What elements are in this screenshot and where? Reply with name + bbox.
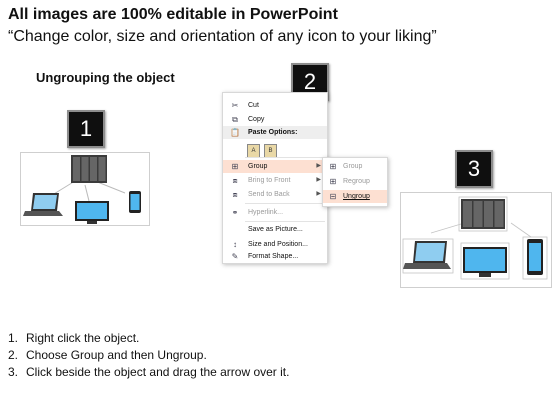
submenu-arrow-icon: ▶	[316, 191, 321, 197]
menu-item-save-as-picture[interactable]: Save as Picture...	[223, 223, 327, 236]
menu-item-send-to-back[interactable]: ⧈ Send to Back ▶	[223, 188, 327, 201]
menu-separator	[245, 221, 325, 222]
laptop-icon	[23, 193, 63, 216]
paste-icon: 📋	[230, 128, 240, 137]
menu-separator	[245, 157, 325, 158]
step-badge-1: 1	[67, 110, 105, 148]
group-icon: ⊞	[231, 162, 239, 171]
menu-item-paste-options: 📋 Paste Options:	[223, 126, 327, 139]
menu-item-cut[interactable]: ✂ Cut	[223, 99, 327, 112]
regroup-icon: ⊞	[329, 177, 337, 186]
menu-item-group[interactable]: ⊞ Group ▶	[223, 160, 327, 173]
submenu-item-group[interactable]: ⊞ Group	[323, 160, 387, 173]
menu-item-hyperlink[interactable]: ⚭ Hyperlink...	[223, 206, 327, 219]
section-title: Ungrouping the object	[36, 70, 175, 85]
smartphone-icon	[527, 239, 543, 275]
menu-item-size-and-position[interactable]: ↕ Size and Position...	[223, 238, 327, 251]
step-3: 3.Click beside the object and drag the a…	[8, 365, 290, 379]
ungrouped-devices-graphic	[402, 196, 548, 280]
ungrouped-object-illustration[interactable]	[400, 192, 552, 288]
submenu-item-ungroup[interactable]: ⊟ Ungroup	[323, 190, 387, 203]
paste-keep-formatting-icon[interactable]: A	[247, 144, 260, 158]
step-badge-3: 3	[455, 150, 493, 188]
page-title: All images are 100% editable in PowerPoi…	[8, 6, 338, 23]
smartphone-icon	[129, 191, 141, 213]
hyperlink-icon: ⚭	[231, 208, 239, 217]
size-position-icon: ↕	[233, 240, 237, 249]
menu-item-bring-to-front[interactable]: ⧈ Bring to Front ▶	[223, 174, 327, 187]
menu-item-copy[interactable]: ⧉ Copy	[223, 113, 327, 126]
monitor-icon	[75, 201, 109, 224]
ungroup-icon: ⊟	[329, 192, 337, 201]
group-submenu: ⊞ Group ⊞ Regroup ⊟ Ungroup	[322, 157, 388, 207]
submenu-item-regroup[interactable]: ⊞ Regroup	[323, 175, 387, 188]
laptop-icon	[403, 241, 451, 269]
paste-picture-icon[interactable]: B	[264, 144, 277, 158]
bring-to-front-icon: ⧈	[232, 176, 238, 185]
submenu-arrow-icon: ▶	[316, 177, 321, 183]
submenu-arrow-icon: ▶	[316, 163, 321, 169]
server-rack-icon	[71, 155, 107, 183]
step-2: 2.Choose Group and then Ungroup.	[8, 348, 207, 362]
copy-icon: ⧉	[232, 115, 238, 124]
save-picture-icon	[229, 223, 241, 236]
page-subtitle: “Change color, size and orientation of a…	[8, 28, 437, 45]
group-icon: ⊞	[329, 162, 337, 171]
scissors-icon: ✂	[231, 101, 239, 110]
send-to-back-icon: ⧈	[232, 190, 238, 199]
monitor-icon	[463, 247, 507, 277]
format-shape-icon: ✎	[231, 252, 239, 261]
grouped-object-illustration[interactable]	[20, 152, 150, 226]
network-devices-graphic	[23, 155, 141, 224]
instruction-steps: 1.Right click the object. 2.Choose Group…	[8, 330, 289, 381]
step-1: 1.Right click the object.	[8, 331, 140, 345]
server-rack-icon	[461, 199, 505, 229]
menu-item-format-shape[interactable]: ✎ Format Shape...	[223, 250, 327, 263]
menu-separator	[245, 203, 325, 204]
